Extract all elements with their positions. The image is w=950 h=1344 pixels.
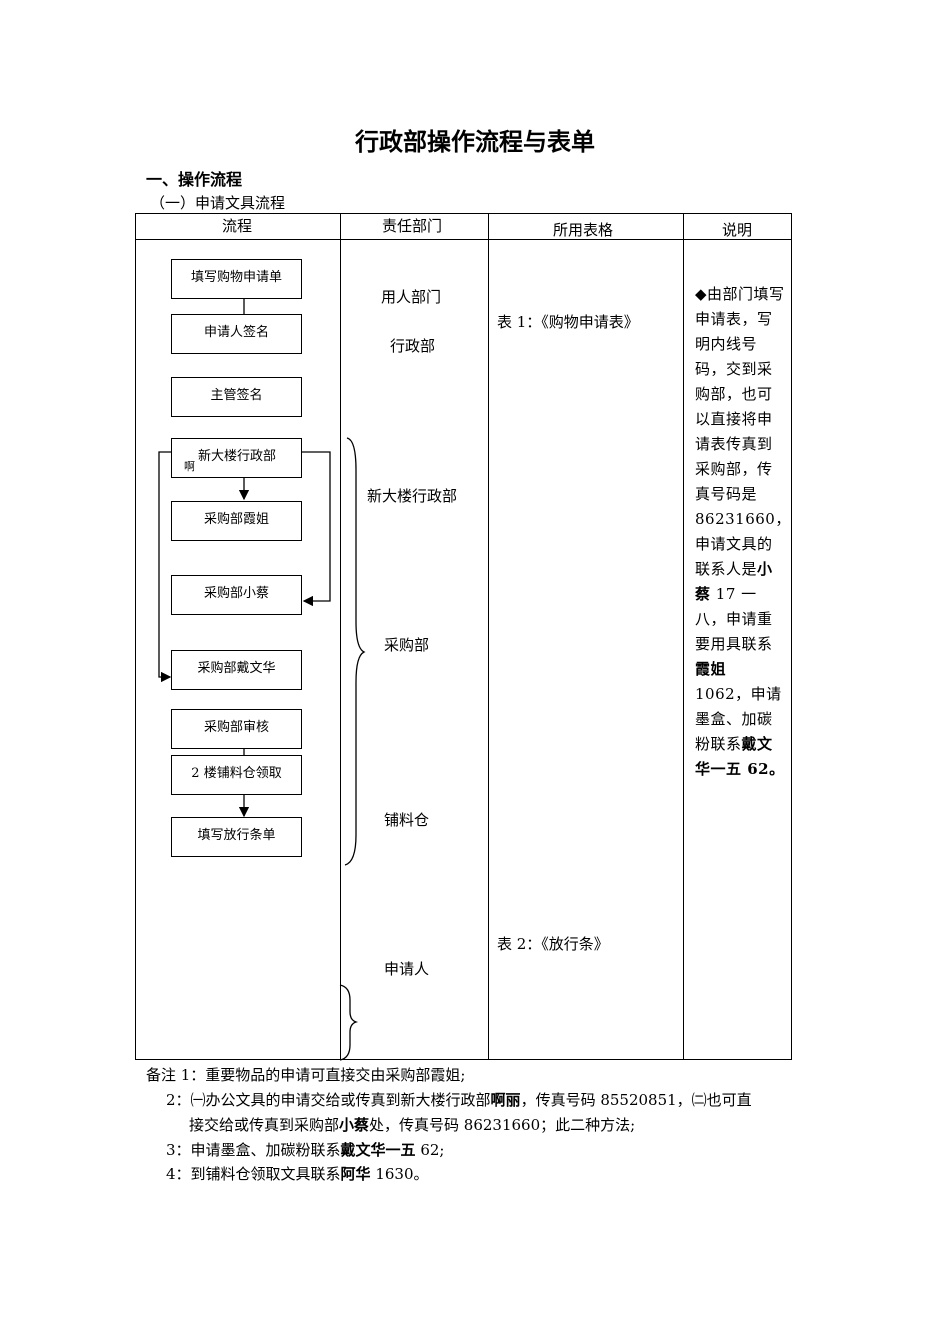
section-heading: 一、操作流程: [146, 170, 243, 189]
flow-step-label: 填写购物申请单: [190, 270, 282, 285]
flow-step-label: 2 楼铺料仓领取: [191, 766, 282, 781]
flow-step-label: 申请人签名: [203, 325, 269, 340]
dept-new-building-admin: 新大楼行政部: [367, 487, 458, 505]
flow-step-label: 主管签名: [210, 388, 263, 403]
flow-step-sublabel: 啊: [184, 460, 195, 473]
flow-step-new-building-admin: 新大楼行政部啊: [171, 438, 302, 478]
header-notes: 说明: [722, 221, 753, 239]
notes-text: ◆由部门填写申请表，写明内线号码，交到采购部，也可以直接将申请表传真到采购部，传…: [695, 285, 791, 778]
flow-step-fill-purchase-form: 填写购物申请单: [171, 259, 302, 299]
remark-3: 3：申请墨盒、加碳粉联系戴文华一五 62;: [166, 1141, 445, 1159]
flow-step-supervisor-sign: 主管签名: [171, 377, 302, 417]
flow-step-warehouse-pickup: 2 楼铺料仓领取: [171, 755, 302, 795]
dept-purchasing: 采购部: [384, 636, 430, 654]
flow-step-label: 采购部霞姐: [203, 512, 269, 527]
dept-user-department: 用人部门: [381, 288, 442, 306]
remark-1: 备注 1：重要物品的申请可直接交由采购部霞姐;: [146, 1066, 466, 1084]
subsection-heading: （一）申请文具流程: [150, 194, 286, 212]
flow-step-purchasing-review: 采购部审核: [171, 709, 302, 749]
flow-step-label: 采购部戴文华: [197, 661, 276, 676]
dept-admin: 行政部: [390, 337, 436, 355]
header-forms: 所用表格: [553, 221, 614, 239]
header-department: 责任部门: [382, 217, 443, 235]
flow-step-purchasing-cai: 采购部小蔡: [171, 575, 302, 615]
flow-step-purchasing-xia: 采购部霞姐: [171, 501, 302, 541]
page-title: 行政部操作流程与表单: [355, 127, 595, 156]
remark-2-line-2: 接交给或传真到采购部小蔡处，传真号码 86231660；此二种方法;: [189, 1116, 636, 1134]
dept-applicant: 申请人: [384, 960, 430, 978]
flow-step-purchasing-dai: 采购部戴文华: [171, 650, 302, 690]
form-release-slip: 表 2：《放行条》: [497, 935, 609, 953]
flow-step-fill-release-slip: 填写放行条单: [171, 817, 302, 857]
flow-step-label: 采购部审核: [203, 720, 269, 735]
header-flow: 流程: [222, 217, 253, 235]
remark-4: 4：到铺料仓领取文具联系阿华 1630。: [166, 1165, 429, 1183]
flow-step-label: 填写放行条单: [197, 828, 276, 843]
flow-step-applicant-sign: 申请人签名: [171, 314, 302, 354]
dept-warehouse: 铺料仓: [384, 811, 430, 829]
flow-step-label: 新大楼行政部: [198, 449, 277, 464]
flow-step-label: 采购部小蔡: [203, 586, 269, 601]
remark-2-line-1: 2：㈠办公文具的申请交给或传真到新大楼行政部啊丽，传真号码 85520851，㈡…: [166, 1091, 752, 1109]
form-purchase-request: 表 1：《购物申请表》: [497, 313, 639, 331]
